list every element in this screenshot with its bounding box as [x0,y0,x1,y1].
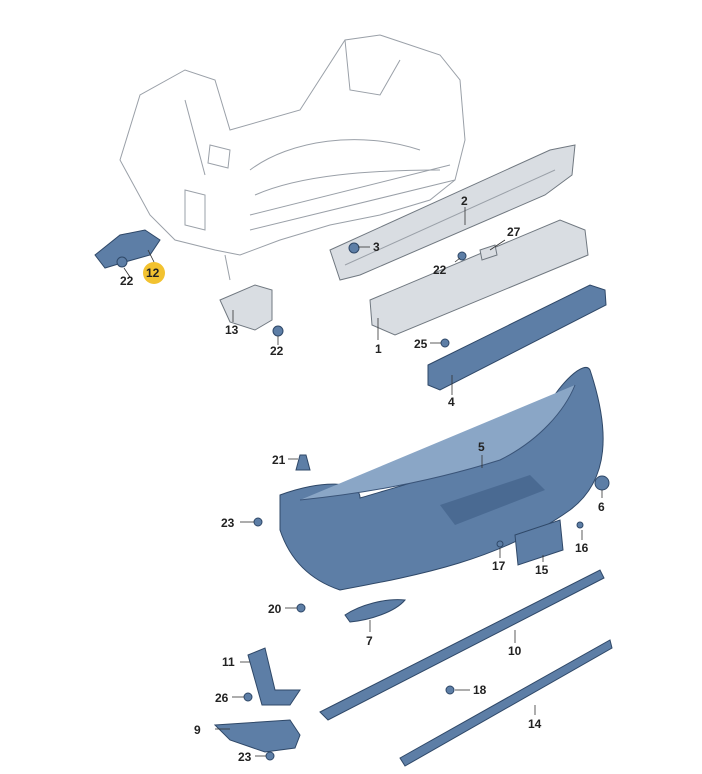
callout-4: 4 [448,395,455,409]
fasteners [116,242,584,761]
callout-9: 9 [194,723,201,737]
fastener-27-icon [479,244,498,261]
callout-15: 15 [535,563,549,577]
fastener-22-icon [272,325,284,337]
leader-lines [123,207,603,757]
fastener-25-icon [440,338,450,348]
callout-6: 6 [598,500,605,514]
callout-12: 12 [146,266,160,280]
callout-16: 16 [575,541,589,555]
callout-3: 3 [373,240,380,254]
callout-23-upper: 23 [221,516,235,530]
part-1-impact-beam [369,219,589,336]
fastener-22-icon [116,256,128,268]
callout-14: 14 [528,717,542,731]
part-5-bumper-cover [279,367,604,591]
part-10-lower-trim [319,569,605,721]
part-6-cap [594,475,610,491]
callout-25: 25 [414,337,428,351]
fastener-3-icon [348,242,360,254]
callout-17: 17 [492,559,506,573]
callout-23-lower: 23 [238,750,252,764]
callout-1: 1 [375,342,382,356]
part-14-spoiler [399,639,613,767]
callout-22-left: 22 [120,274,134,288]
part-11-bracket [247,647,301,706]
part-9-bracket [213,719,301,753]
fastener-23-icon [253,517,263,527]
fastener-18-icon [445,685,455,695]
callout-12-highlighted: 12 [143,262,165,284]
callout-5: 5 [478,440,485,454]
fastener-20-icon [296,603,306,613]
part-2-bumper-carrier [329,144,576,281]
callout-21: 21 [272,453,286,467]
fastener-23-icon [265,751,275,761]
part-7-reflector [344,599,406,623]
fastener-16-icon [576,521,584,529]
callout-13: 13 [225,323,239,337]
callout-22-carrier: 22 [433,263,447,277]
part-15-plate-holder [514,519,564,566]
callout-7: 7 [366,634,373,648]
callout-20: 20 [268,602,282,616]
callout-27: 27 [507,225,521,239]
callout-22-bracket: 22 [270,344,284,358]
callout-10: 10 [508,644,522,658]
callout-2: 2 [461,194,468,208]
callout-highlight-marker [143,262,165,284]
callout-11: 11 [222,655,235,669]
fastener-21-icon [295,454,311,471]
fastener-26-icon [243,692,253,702]
part-12-side-bracket [94,229,161,269]
callout-26: 26 [215,691,229,705]
callout-18: 18 [473,683,487,697]
callout-labels: 1 2 3 4 5 6 7 9 10 11 12 13 14 15 16 17 … [120,194,605,764]
fastener-17-icon [496,540,504,548]
part-4-energy-absorber [427,284,607,391]
rear-body-shell [119,34,466,281]
